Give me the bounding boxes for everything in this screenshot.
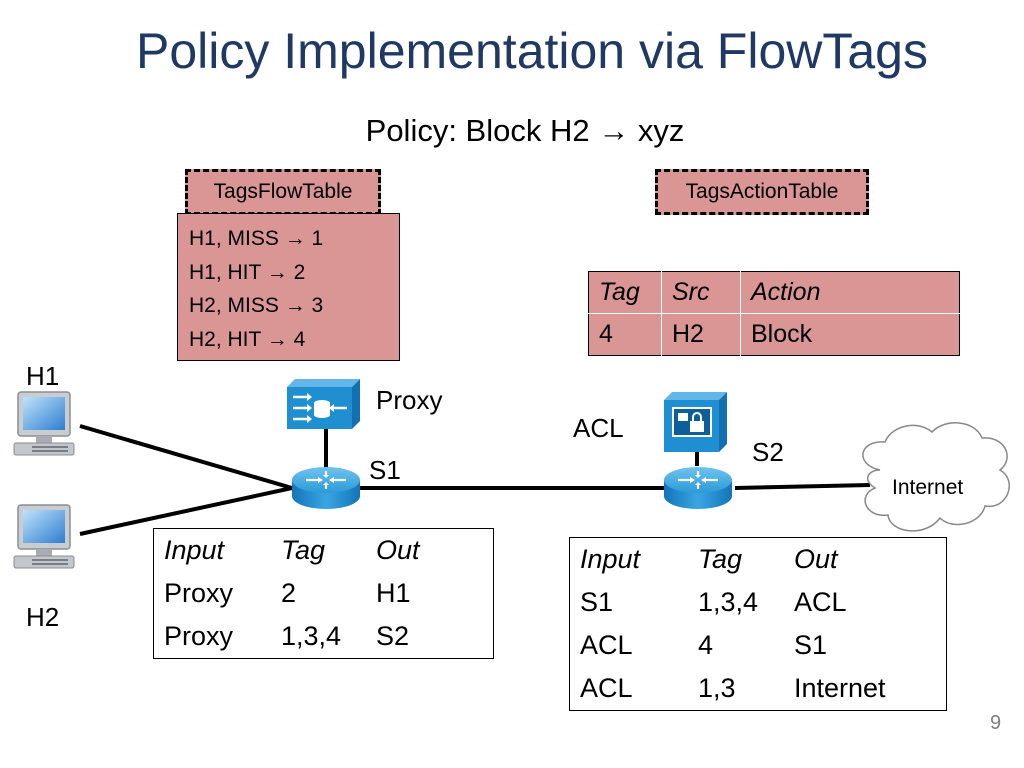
slide-title: Policy Implementation via FlowTags bbox=[136, 23, 928, 79]
column-header: Out bbox=[794, 544, 838, 574]
column-header: Tag bbox=[588, 271, 662, 314]
column-header: Input bbox=[580, 544, 641, 574]
page-number: 9 bbox=[990, 712, 1002, 734]
s2-forwarding-table: Input Tag Out S1 1,3,4 ACL ACL 4 S1 ACL … bbox=[569, 537, 947, 711]
policy-statement: Policy: Block H2 → xyz bbox=[365, 113, 685, 148]
table-cell: S1 bbox=[580, 587, 614, 617]
tags-flow-row: H2, HIT → 4 bbox=[189, 327, 306, 351]
table-row: Proxy 1,3,4 S2 bbox=[154, 615, 494, 659]
proxy-label: Proxy bbox=[376, 385, 443, 415]
proxy-server-icon bbox=[287, 379, 360, 429]
table-cell: 4 bbox=[698, 630, 714, 660]
link-s2-internet bbox=[734, 483, 871, 490]
table-cell: Proxy bbox=[164, 578, 234, 608]
table-cell: ACL bbox=[794, 587, 847, 617]
tags-flow-table-label: TagsFlowTable bbox=[185, 169, 381, 215]
table-cell: 1,3 bbox=[698, 673, 736, 703]
link-h1-s1 bbox=[79, 424, 293, 490]
link-h2-s1 bbox=[79, 486, 293, 536]
table-cell: Proxy bbox=[164, 621, 234, 651]
table-cell: ACL bbox=[580, 630, 633, 660]
column-header: Input bbox=[164, 535, 225, 565]
desktop-computer-icon bbox=[13, 391, 75, 456]
table-cell: Internet bbox=[794, 673, 886, 703]
table-row: Proxy 2 H1 bbox=[154, 572, 494, 615]
table-cell: S2 bbox=[376, 621, 410, 651]
tags-flow-row: H1, HIT → 2 bbox=[189, 260, 306, 284]
router-icon bbox=[664, 467, 732, 509]
switch-s1-label: S1 bbox=[369, 455, 401, 485]
column-header: Tag bbox=[698, 544, 743, 574]
host-h1-label: H1 bbox=[26, 361, 60, 391]
column-header: Tag bbox=[281, 535, 326, 565]
table-header-row: Input Tag Out bbox=[154, 529, 494, 573]
table-cell: ACL bbox=[580, 673, 633, 703]
s1-forwarding-table: Input Tag Out Proxy 2 H1 Proxy 1,3,4 S2 bbox=[153, 528, 494, 659]
firewall-icon bbox=[664, 392, 727, 452]
table-cell: 2 bbox=[281, 578, 297, 608]
cloud-icon bbox=[862, 422, 1010, 532]
column-header: Out bbox=[376, 535, 420, 565]
table-row: S1 1,3,4 ACL bbox=[570, 581, 947, 624]
table-cell: H2 bbox=[661, 313, 741, 356]
acl-label: ACL bbox=[573, 413, 624, 443]
table-row: 4 H2 Block bbox=[589, 313, 960, 356]
column-header: Action bbox=[740, 271, 960, 314]
table-cell: 4 bbox=[599, 320, 613, 348]
column-header: Src bbox=[661, 271, 741, 314]
tags-flow-table: H1, MISS → 1 H1, HIT → 2 H2, MISS → 3 H2… bbox=[177, 213, 400, 361]
tags-flow-row: H1, MISS → 1 bbox=[189, 227, 324, 250]
host-h2-label: H2 bbox=[26, 602, 60, 632]
desktop-computer-icon bbox=[13, 504, 75, 569]
table-row: ACL 1,3 Internet bbox=[570, 667, 947, 711]
tags-action-table: Tag Src Action 4 H2 Block bbox=[588, 271, 960, 356]
table-row: ACL 4 S1 bbox=[570, 624, 947, 667]
table-cell: S1 bbox=[794, 630, 828, 660]
internet-label: Internet bbox=[892, 476, 964, 499]
table-cell: H1 bbox=[376, 578, 411, 608]
table-cell: 1,3,4 bbox=[281, 621, 342, 651]
switch-s2-label: S2 bbox=[752, 437, 784, 467]
tags-flow-row: H2, MISS → 3 bbox=[189, 294, 324, 317]
router-icon bbox=[292, 467, 360, 509]
table-header-row: Tag Src Action bbox=[588, 271, 960, 314]
network-links bbox=[79, 424, 871, 536]
table-cell: Block bbox=[740, 313, 960, 356]
table-cell: 1,3,4 bbox=[698, 587, 759, 617]
table-header-row: Input Tag Out bbox=[570, 538, 947, 582]
tags-action-table-label: TagsActionTable bbox=[655, 169, 869, 215]
